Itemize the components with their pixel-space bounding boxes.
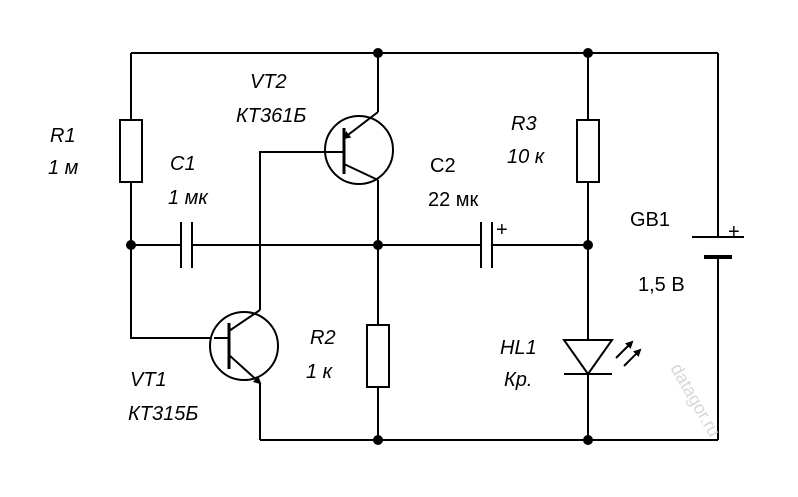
vt1-value-label: КТ315Б <box>128 403 198 425</box>
r2-value-label: 1 к <box>306 361 334 383</box>
led-hl1 <box>562 339 642 376</box>
transistor-vt1 <box>209 309 279 385</box>
gb1-value-label: 1,5 В <box>638 274 685 296</box>
junctions <box>126 48 593 445</box>
r1-ref-label: R1 <box>50 125 76 147</box>
battery-gb1 <box>692 236 744 259</box>
capacitor-c2 <box>480 222 493 268</box>
resistor-r3 <box>576 119 600 183</box>
vt2-ref-label: VT2 <box>250 71 287 93</box>
capacitor-c1 <box>180 222 193 268</box>
c2-plus-sign: + <box>496 219 508 241</box>
gb1-ref-label: GB1 <box>630 209 670 231</box>
c2-value-label: 22 мк <box>428 189 479 211</box>
watermark: datagor.ru <box>667 360 725 440</box>
c1-ref-label: C1 <box>170 153 196 175</box>
gb1-plus-sign: + <box>728 221 740 243</box>
resistor-r2 <box>366 324 390 388</box>
vt1-ref-label: VT1 <box>130 369 167 391</box>
wires <box>130 52 719 441</box>
vt2-value-label: КТ361Б <box>236 105 306 127</box>
r2-ref-label: R2 <box>310 327 336 349</box>
hl1-ref-label: HL1 <box>500 337 537 359</box>
transistor-vt2 <box>324 111 394 185</box>
resistor-r1 <box>119 119 143 183</box>
r1-value-label: 1 м <box>48 157 79 179</box>
r3-ref-label: R3 <box>511 113 537 135</box>
c1-value-label: 1 мк <box>168 187 209 209</box>
c2-ref-label: C2 <box>430 155 456 177</box>
hl1-value-label: Кр. <box>504 369 532 391</box>
r3-value-label: 10 к <box>507 146 546 168</box>
